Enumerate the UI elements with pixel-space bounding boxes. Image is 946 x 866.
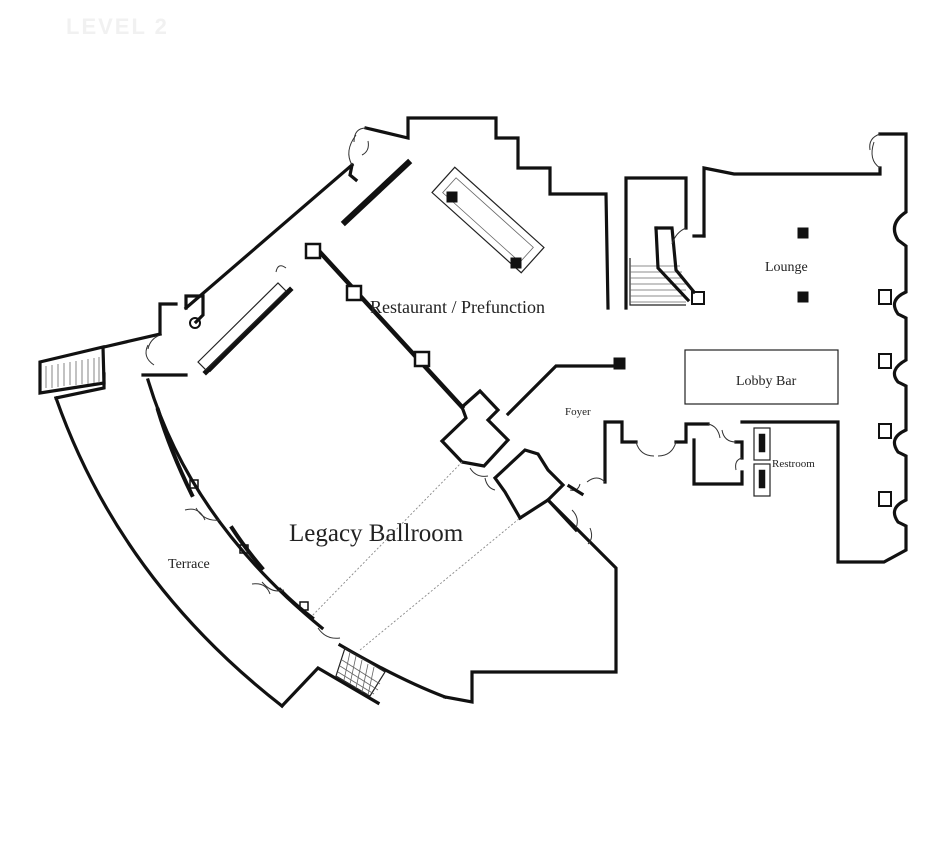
room-label-restroom: Restroom [772,458,815,470]
ballroom-doors [145,265,593,639]
lobby-bar-counter [684,349,839,405]
foyer-walls [505,357,771,497]
restaurant-walls [158,116,610,376]
lounge-doors [671,133,881,245]
central-stairs [624,176,705,310]
lounge-walls [692,132,908,564]
ballroom-stairs [335,647,386,697]
foyer-partition [566,483,585,497]
room-label-ballroom: Legacy Ballroom [289,520,464,547]
room-label-lounge: Lounge [765,260,808,275]
room-label-foyer: Foyer [565,406,591,418]
room-label-terrace: Terrace [168,557,210,572]
room-label-lobby-bar: Lobby Bar [736,374,797,389]
terrace-outline [38,332,381,709]
foyer-doors [569,423,743,491]
level-watermark: LEVEL 2 [66,14,169,39]
restaurant-doors [348,127,369,166]
room-label-restaurant: Restaurant / Prefunction [370,297,545,317]
ballroom-walls [141,242,618,704]
